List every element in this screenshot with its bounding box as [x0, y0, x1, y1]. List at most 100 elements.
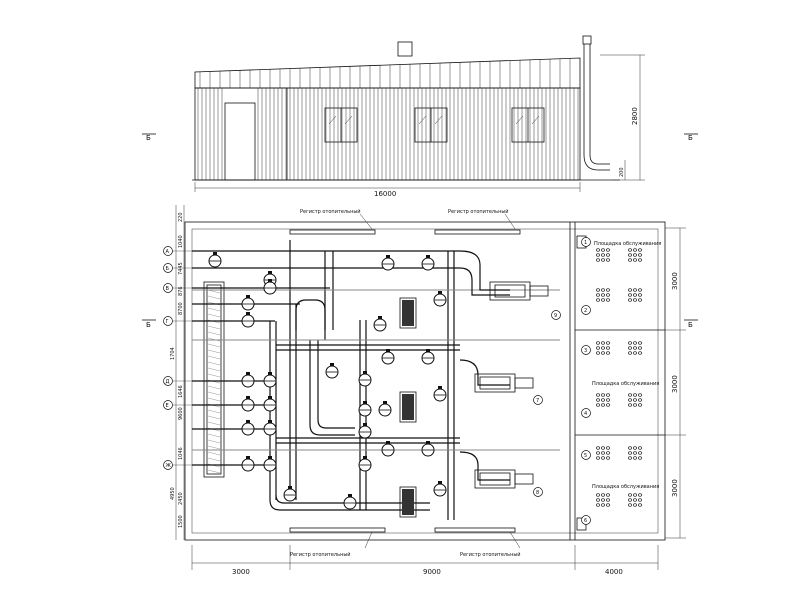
axis-letter: А: [166, 249, 170, 255]
gate-valve: [381, 441, 395, 457]
gate-valve: [381, 255, 395, 271]
register-bottom-2: [434, 527, 516, 533]
callout-number: 1: [584, 240, 587, 246]
platform-tile: [628, 493, 642, 507]
register-label-top-1: Регистр отопительный: [300, 208, 361, 215]
gate-valve: [421, 441, 435, 457]
gate-valve: [263, 396, 277, 412]
roof-corrugation: [199, 58, 571, 88]
equipment-callout: 9: [551, 310, 561, 320]
gate-valve: [373, 316, 387, 332]
dim-left-1: 1040: [178, 235, 184, 248]
axis-letter: В: [166, 286, 170, 292]
dim-left-6: 1646: [178, 385, 184, 398]
equipment-callout: 6: [581, 515, 591, 525]
callout-number: 9: [554, 313, 557, 319]
hx-plate: [207, 349, 221, 354]
callout-number: 4: [584, 411, 587, 417]
gate-valve: [421, 349, 435, 365]
platform-tile: [628, 393, 642, 407]
length-dim-label: 16000: [374, 190, 396, 198]
dim-right-1: 3000: [671, 272, 679, 290]
door-markers: [576, 235, 587, 531]
gate-valve: [433, 481, 447, 497]
axis-bubble: Ж: [163, 460, 192, 470]
platform-tile: [628, 288, 642, 302]
hx-plate: [207, 295, 221, 300]
dim-left-4: 8700: [178, 302, 184, 315]
length-dimension: 16000: [194, 182, 581, 198]
hx-plate: [207, 415, 221, 420]
dim-left-9: 4950: [170, 487, 176, 500]
gate-valve: [263, 456, 277, 472]
hx-plate: [207, 289, 221, 294]
platform-tile: [596, 341, 610, 355]
dim-left-11: 1500: [178, 515, 184, 528]
strainer-1: [399, 297, 417, 329]
platform-tile: [596, 446, 610, 460]
equipment-callout: 7: [533, 395, 543, 405]
building-plan: Регистр отопительный Регистр отопительны…: [142, 205, 698, 576]
gate-valve: [433, 386, 447, 402]
window-3: [511, 107, 545, 143]
service-platform-labels: Площадка обслуживания Площадка обслужива…: [592, 241, 661, 490]
equipment-callout: 5: [581, 450, 591, 460]
gate-valve: [263, 420, 277, 436]
plinth-dim-label: 200: [619, 167, 625, 177]
equipment-callout: 1: [581, 237, 591, 247]
gate-valve: [241, 312, 255, 328]
gate-valve: [358, 423, 372, 439]
gate-valve: [241, 420, 255, 436]
wall-corrugation: [197, 88, 579, 180]
register-label-bottom-1: Регистр отопительный: [290, 551, 351, 558]
register-label-top-2: Регистр отопительный: [448, 208, 509, 215]
axis-letter: Е: [166, 403, 169, 409]
dim-bottom-2: 9000: [423, 568, 441, 576]
callout-number: 7: [536, 398, 539, 404]
hx-plate: [207, 367, 221, 372]
platform-label-1: Площадка обслуживания: [594, 241, 661, 247]
axis-letter: Д: [166, 379, 170, 385]
callout-number: 3: [584, 348, 587, 354]
hx-plate: [207, 421, 221, 426]
dim-left-2: 7445: [178, 262, 184, 275]
dim-left-8: 1046: [178, 447, 184, 460]
dim-right-3: 3000: [671, 479, 679, 497]
plan-dimensions: 3000 9000 4000 3000 3000 3000 220 1040 7…: [170, 205, 686, 576]
platform-tile: [596, 393, 610, 407]
callout-number: 5: [584, 453, 587, 459]
valves: [208, 252, 447, 510]
gate-valve: [325, 363, 339, 379]
axis-bubble: А: [163, 246, 192, 256]
gate-valve: [263, 372, 277, 388]
gate-valve: [283, 486, 297, 502]
roof: [194, 57, 581, 89]
axis-bubble: Д: [163, 376, 192, 386]
hx-plate: [207, 343, 221, 348]
hx-plate: [207, 391, 221, 396]
hx-plate: [207, 325, 221, 330]
hx-plate: [207, 313, 221, 318]
gate-valve: [358, 456, 372, 472]
section-mark-right-plan: Б: [688, 321, 693, 329]
axis-letter: Г: [166, 319, 169, 325]
hx-plate: [207, 355, 221, 360]
gate-valve: [378, 401, 392, 417]
equipment-callout: 4: [581, 408, 591, 418]
hx-plate: [207, 439, 221, 444]
window-2: [414, 107, 448, 143]
hx-plate: [207, 331, 221, 336]
building-elevation: 2800 200 16000 Б Б: [142, 35, 698, 198]
hx-plate: [207, 361, 221, 366]
section-mark-left-top: Б: [146, 134, 151, 142]
hx-plate: [207, 433, 221, 438]
window-1: [324, 107, 358, 143]
strainer-2: [399, 391, 417, 423]
pump-3: [474, 469, 534, 489]
dim-left-0: 220: [178, 212, 184, 222]
gate-valve: [421, 255, 435, 271]
section-mark-right-top: Б: [688, 134, 693, 142]
register-top-2: [434, 229, 521, 235]
